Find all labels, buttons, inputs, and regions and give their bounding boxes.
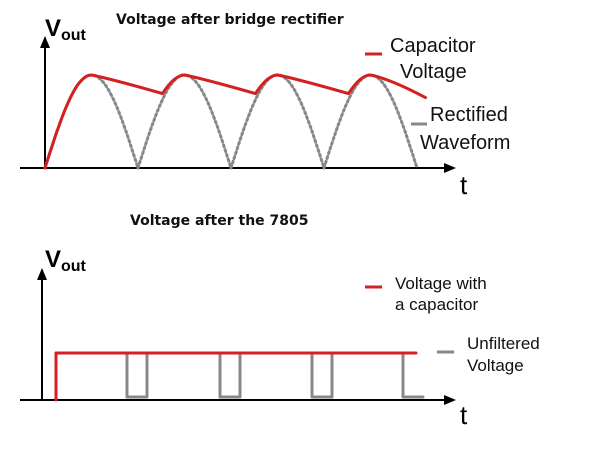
chart1-ylabel-main: V bbox=[45, 15, 61, 42]
rectified-hump-2 bbox=[136, 73, 233, 170]
chart1-series-rectified-waveform bbox=[43, 73, 419, 170]
chart2-title: Voltage after the 7805 bbox=[130, 213, 309, 229]
chart2-ylabel-sub: out bbox=[61, 258, 87, 275]
chart2-y-label: V out bbox=[45, 246, 87, 275]
chart1-y-label: V out bbox=[45, 15, 87, 44]
chart2-legend: Voltage with a capacitor Unfiltered Volt… bbox=[365, 274, 540, 375]
regulated-voltage-line bbox=[54, 351, 418, 402]
rectified-hump-3 bbox=[229, 73, 326, 170]
chart2-series-unfiltered-voltage bbox=[54, 351, 425, 399]
chart1-legend: Capacitor Voltage Rectified Waveform bbox=[365, 35, 510, 154]
unfiltered-voltage-line bbox=[54, 351, 425, 399]
capacitor-voltage-line bbox=[43, 73, 427, 170]
chart1-ylabel-sub: out bbox=[61, 27, 87, 44]
rectified-hump-1 bbox=[43, 73, 140, 170]
chart2-legend-unfiltered-line2: Voltage bbox=[467, 356, 524, 375]
chart1-legend-capacitor-line1: Capacitor bbox=[390, 35, 476, 57]
chart2-legend-capacitor-line2: a capacitor bbox=[395, 295, 478, 314]
chart2-legend-capacitor-line1: Voltage with bbox=[395, 274, 487, 293]
chart2-legend-unfiltered-line1: Unfiltered bbox=[467, 334, 540, 353]
chart2-ylabel-main: V bbox=[45, 246, 61, 273]
chart1-title: Voltage after bridge rectifier bbox=[116, 12, 344, 28]
chart1-xlabel: t bbox=[460, 170, 468, 200]
chart2-series-voltage-with-capacitor bbox=[54, 351, 418, 402]
chart1-legend-rectified-line2: Waveform bbox=[420, 132, 510, 154]
rectified-hump-4 bbox=[322, 73, 419, 170]
chart1-legend-rectified-line1: Rectified bbox=[430, 104, 508, 126]
chart2-xlabel: t bbox=[460, 400, 468, 430]
chart1-series-capacitor-voltage bbox=[43, 73, 427, 170]
chart1-legend-capacitor-line2: Voltage bbox=[400, 61, 467, 83]
